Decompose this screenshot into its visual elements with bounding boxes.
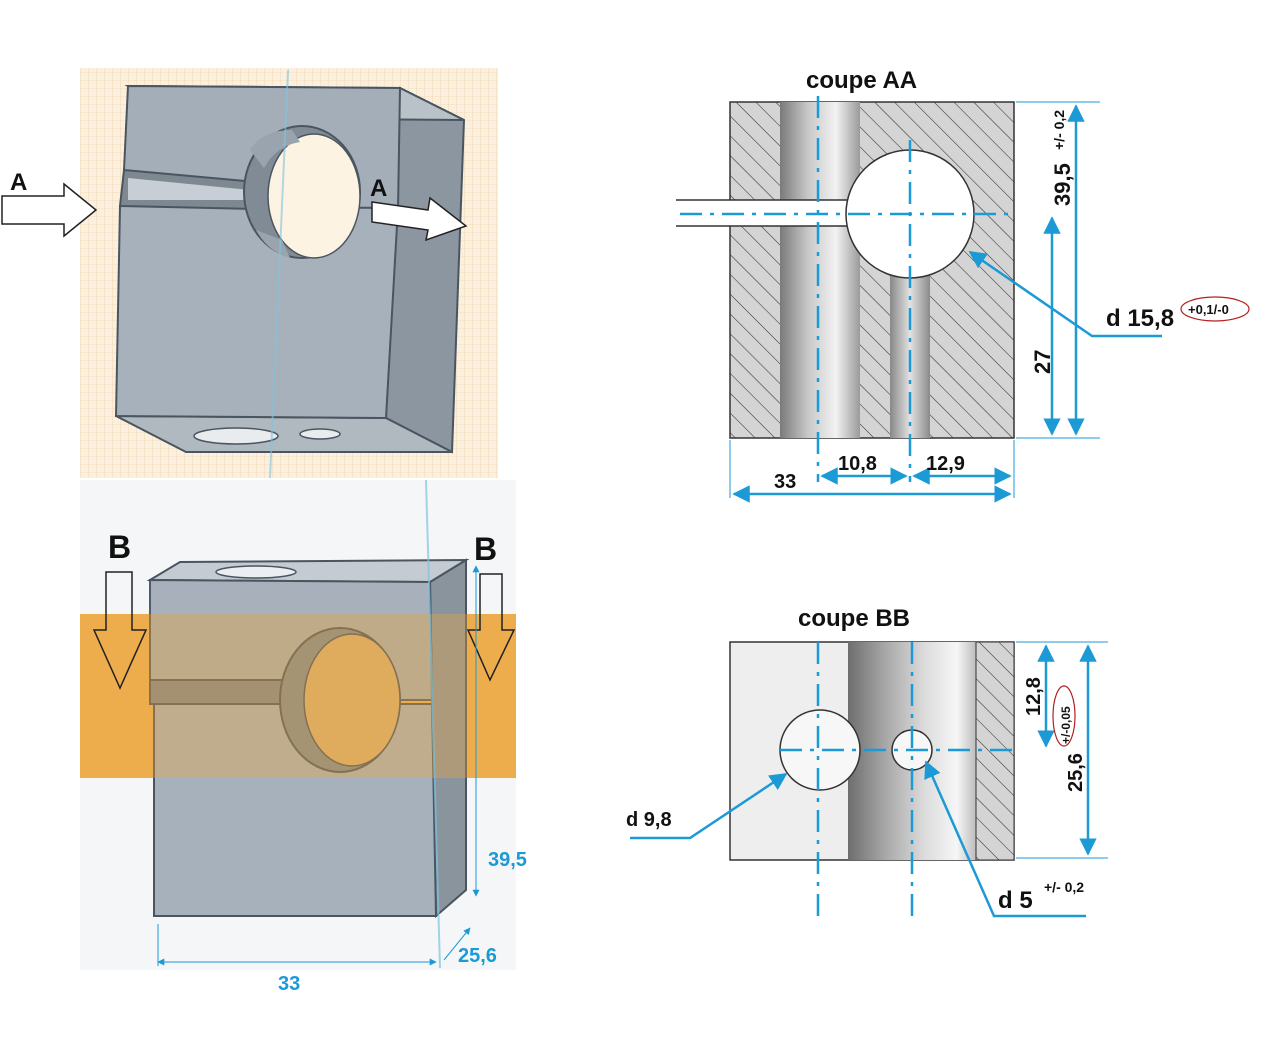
- arrow-b-right-label: B: [474, 531, 497, 567]
- view-a-3d: A A: [1, 68, 498, 479]
- section-aa-title: coupe AA: [806, 67, 917, 94]
- section-aa: coupe AA 39,5 +/- 0,2 27 33 10,8 12,9: [676, 67, 1250, 503]
- section-bb-hole-large: d 9,8: [626, 809, 672, 831]
- section-aa-dim-12-9: 12,9: [926, 453, 965, 475]
- arrow-b-left-label: B: [108, 529, 131, 565]
- section-aa-dim-33: 33: [774, 471, 796, 493]
- section-aa-hole-tol: +0,1/-0: [1188, 302, 1229, 317]
- tolerance-highlight-bb: [1052, 685, 1076, 747]
- section-aa-dim-height: 39,5: [1050, 163, 1075, 206]
- view-b-dim-height: 39,5: [488, 849, 527, 871]
- arrow-a-right-label: A: [370, 175, 387, 202]
- view-b-dim-depth: 25,6: [458, 945, 497, 967]
- arrow-a-left-label: A: [10, 169, 27, 196]
- section-bb: coupe BB 12,8 +/-0,05 25,6 d 9,8 d 5 +/-…: [626, 605, 1108, 924]
- section-bb-dim-25-6: 25,6: [1065, 753, 1087, 792]
- section-aa-hole-label: d 15,8: [1106, 305, 1174, 332]
- view-b-3d: B B 39,5 33 25,6: [80, 479, 527, 995]
- section-bb-title: coupe BB: [798, 605, 910, 632]
- section-bb-dim-12-8-tol: +/-0,05: [1059, 706, 1073, 744]
- arrow-a-left: [1, 182, 98, 238]
- tolerance-highlight-aa: [1180, 296, 1250, 322]
- section-bb-hole-small: d 5: [998, 887, 1033, 914]
- section-aa-dim-10-8: 10,8: [838, 453, 877, 475]
- section-bb-hole-small-tol: +/- 0,2: [1044, 879, 1084, 895]
- section-aa-dim-height-tol: +/- 0,2: [1051, 110, 1067, 150]
- view-b-dim-width: 33: [278, 973, 300, 995]
- section-bb-dim-12-8: 12,8: [1023, 677, 1045, 716]
- arrow-b-left: [92, 571, 148, 690]
- arrow-a-right: [371, 196, 468, 242]
- section-aa-dim-27: 27: [1030, 350, 1055, 374]
